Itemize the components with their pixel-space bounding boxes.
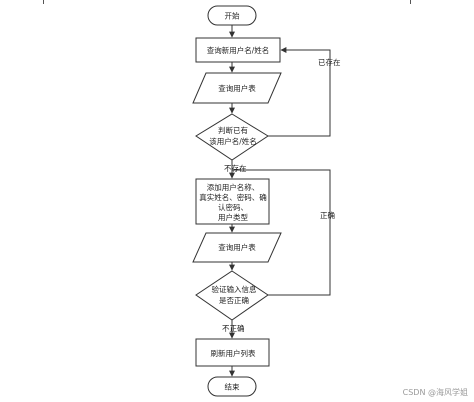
corner-mark-right — [410, 0, 411, 4]
label-correct: 正确 — [320, 210, 335, 220]
query-user-table-2-label: 查询用户表 — [218, 242, 256, 252]
refresh-list-label: 刷新用户列表 — [211, 348, 256, 358]
verify-input-node — [195, 270, 269, 321]
query-new-user-label: 查询新用户名/姓名 — [207, 45, 270, 55]
corner-mark-left — [43, 0, 44, 4]
label-not-exists: 不存在 — [224, 163, 247, 173]
judge-existing-node — [195, 113, 269, 161]
query-user-table-label: 查询用户表 — [218, 83, 256, 93]
edge-correct-loop — [232, 169, 331, 296]
query-user-table-2-node — [192, 232, 282, 263]
add-label-line1: 添加用户名称、 — [207, 182, 260, 192]
verify-label-line1: 验证输入信息 — [212, 284, 257, 294]
edge-exists-loop — [268, 47, 331, 137]
end-node — [207, 376, 257, 397]
judge-label-line1: 判断已有 — [218, 125, 248, 135]
refresh-list-node — [195, 338, 270, 367]
query-user-table-node — [192, 72, 282, 104]
csdn-watermark: CSDN @海风学姐 — [402, 388, 468, 397]
query-new-user-node — [195, 37, 281, 63]
verify-label-line2: 是否正确 — [219, 295, 249, 305]
add-label-line3: 认密码、 — [218, 202, 248, 212]
judge-label-line2: 该用户名/姓名 — [209, 136, 257, 146]
add-label-line4: 用户类型 — [218, 212, 248, 222]
start-label: 开始 — [225, 11, 240, 21]
add-label-line2: 真实姓名、密码、确 — [199, 192, 267, 202]
start-node — [207, 5, 257, 26]
label-exists: 已存在 — [318, 57, 341, 67]
end-label: 结束 — [225, 382, 240, 392]
label-incorrect: 不正确 — [222, 323, 245, 333]
add-user-node — [195, 178, 270, 225]
